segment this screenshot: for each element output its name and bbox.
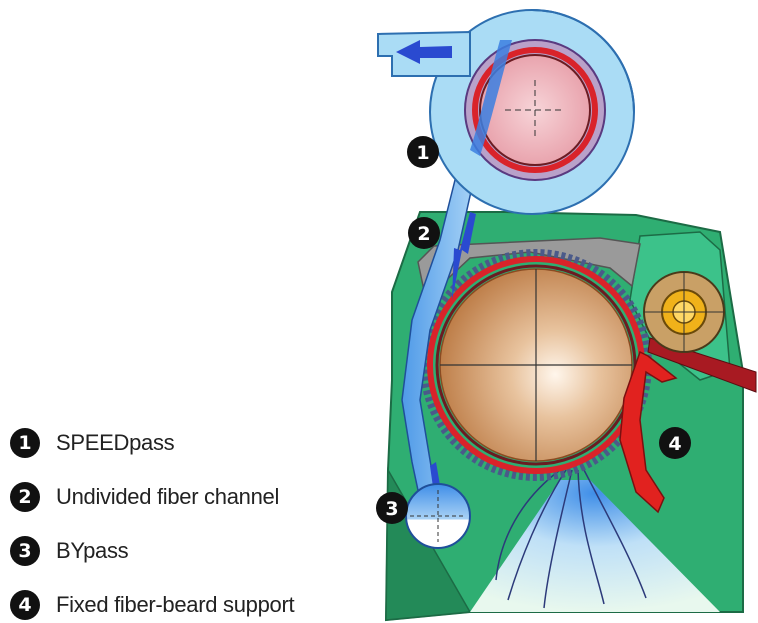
feed-roller <box>644 272 724 352</box>
badge-3-text: 3 <box>385 498 398 520</box>
badge-2-text: 2 <box>417 223 430 245</box>
legend-label-beard-support: Fixed fiber-beard support <box>56 592 294 618</box>
badge-2: 2 <box>408 217 440 249</box>
legend-badge-4: 4 <box>10 590 40 620</box>
legend-label-speedpass: SPEEDpass <box>56 430 174 456</box>
badge-3: 3 <box>376 492 408 524</box>
legend-item-fiber-channel: 2 Undivided fiber channel <box>10 480 279 514</box>
badge-4-text: 4 <box>668 433 681 455</box>
legend-badge-1: 1 <box>10 428 40 458</box>
legend-label-bypass: BYpass <box>56 538 128 564</box>
badge-1-text: 1 <box>416 142 429 164</box>
legend-badge-2: 2 <box>10 482 40 512</box>
legend-label-fiber-channel: Undivided fiber channel <box>56 484 279 510</box>
badge-4: 4 <box>659 427 691 459</box>
legend-item-beard-support: 4 Fixed fiber-beard support <box>10 588 294 622</box>
legend-badge-3: 3 <box>10 536 40 566</box>
badge-1: 1 <box>407 136 439 168</box>
legend-item-speedpass: 1 SPEEDpass <box>10 426 174 460</box>
legend-item-bypass: 3 BYpass <box>10 534 128 568</box>
bypass-chamber <box>406 484 470 548</box>
